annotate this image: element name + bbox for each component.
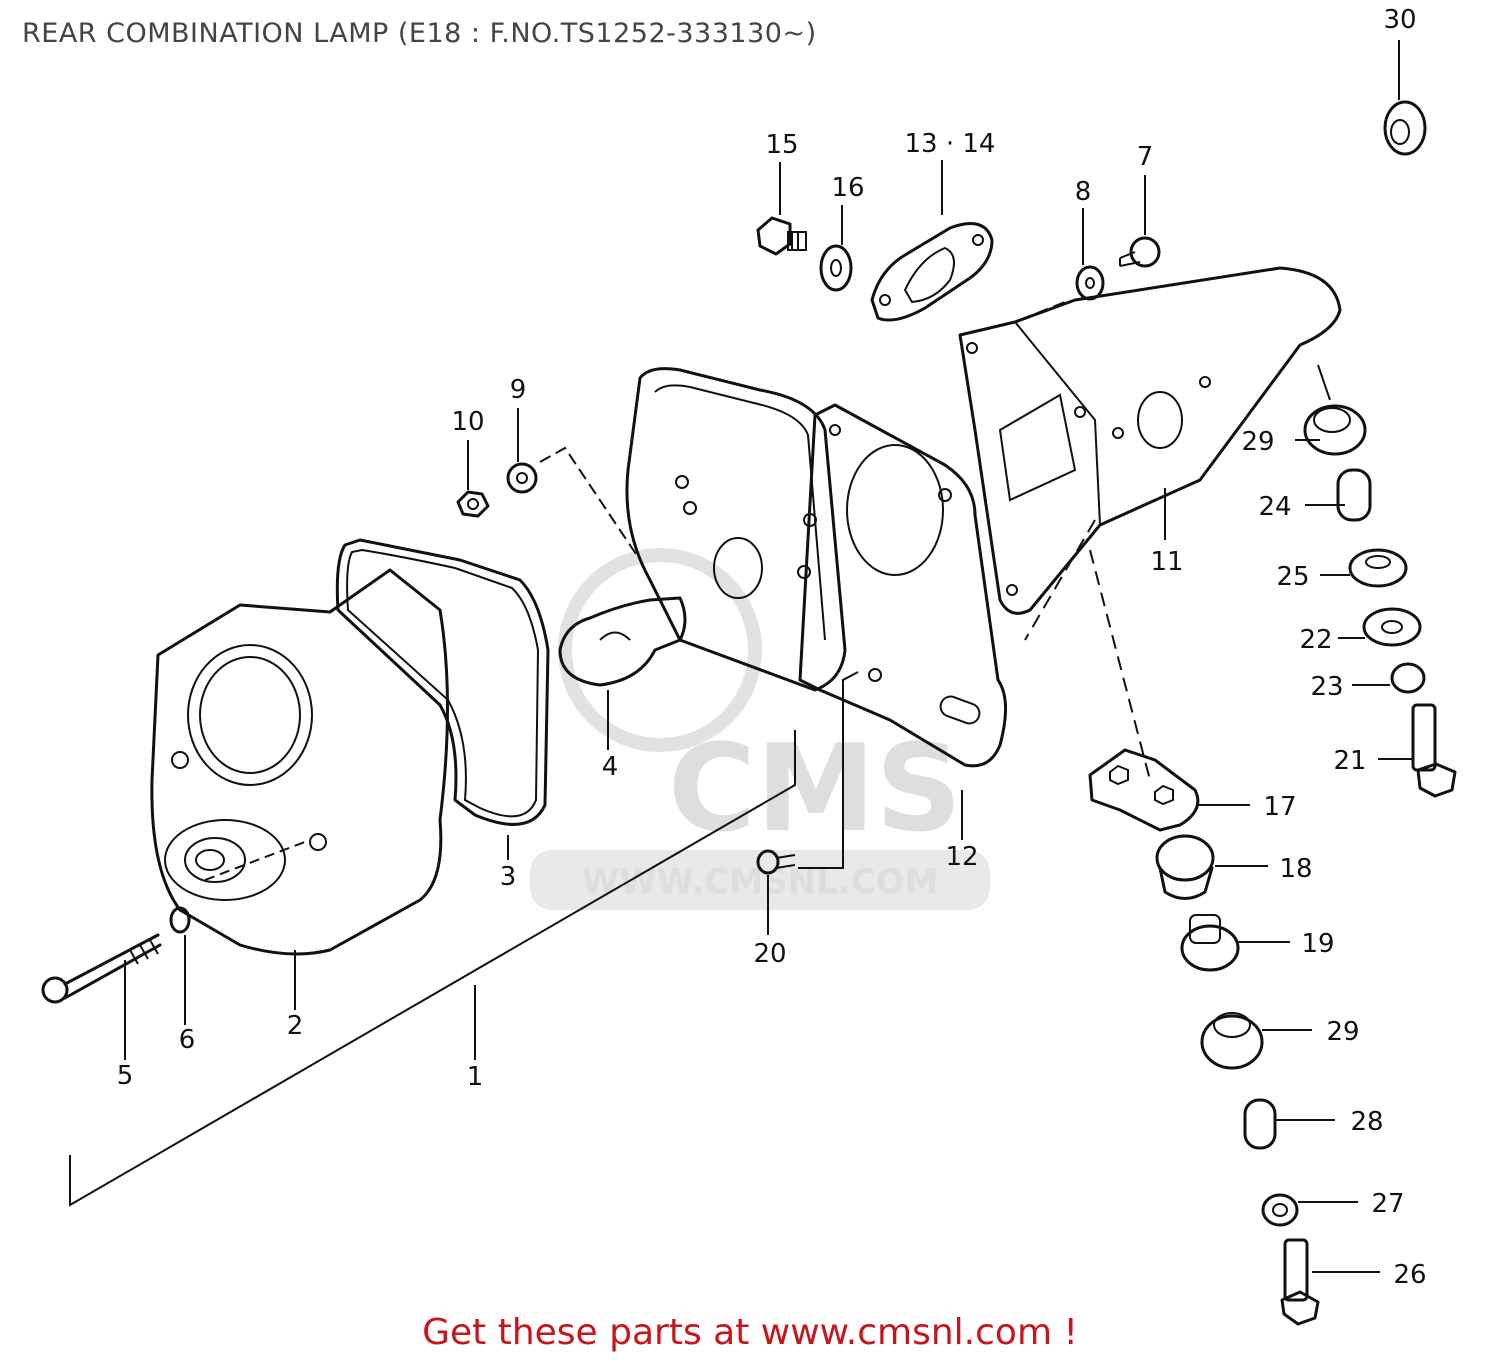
callout-19: 19 [1301, 929, 1334, 959]
watermark-logo: CMS [668, 720, 962, 859]
callout-25: 25 [1276, 562, 1309, 592]
callout-16: 16 [831, 173, 864, 203]
part-1-socket-plate[interactable] [625, 367, 847, 692]
callout-10: 10 [451, 407, 484, 437]
callout-12: 12 [945, 842, 978, 872]
part-27-washer[interactable] [1261, 1193, 1299, 1227]
part-29-upper[interactable] [1303, 404, 1367, 456]
callout-11: 11 [1150, 547, 1183, 577]
callout-4: 4 [602, 752, 619, 782]
callout-29-lower: 29 [1326, 1017, 1359, 1047]
part-8-washer[interactable] [1075, 265, 1105, 301]
part-20-screw[interactable] [756, 849, 796, 875]
part-23-lock-washer[interactable] [1390, 662, 1426, 694]
diagram-title: REAR COMBINATION LAMP (E18 : F.NO.TS1252… [22, 18, 817, 49]
callout-29-upper: 29 [1241, 427, 1274, 457]
callout-23: 23 [1310, 672, 1343, 702]
part-16-washer[interactable] [819, 244, 853, 292]
part-12-plate[interactable] [798, 403, 1008, 768]
part-11-bracket[interactable] [958, 266, 1342, 615]
footer-link[interactable]: Get these parts at www.cmsnl.com ! [422, 1312, 1078, 1353]
part-21-bolt[interactable] [1411, 703, 1457, 798]
part-29-lower[interactable] [1200, 1012, 1264, 1070]
part-4-bulb[interactable] [558, 596, 687, 687]
callout-18: 18 [1279, 854, 1312, 884]
part-10-nut[interactable] [456, 490, 490, 518]
part-5-screw[interactable] [41, 933, 162, 1004]
callout-21: 21 [1333, 746, 1366, 776]
part-30-grommet[interactable] [1383, 100, 1427, 156]
part-3-gasket[interactable] [335, 538, 550, 826]
part-13-14-plate[interactable] [870, 222, 994, 322]
part-9-washer[interactable] [506, 462, 538, 494]
callout-17: 17 [1263, 792, 1296, 822]
callout-20: 20 [753, 939, 786, 969]
part-24-collar[interactable] [1336, 468, 1372, 522]
part-17-clamp[interactable] [1088, 748, 1200, 832]
cms-watermark: WWW.CMSNL.COM CMS [530, 548, 990, 910]
callout-8: 8 [1075, 177, 1092, 207]
part-25-rubber[interactable] [1348, 548, 1408, 588]
callout-3: 3 [500, 862, 517, 892]
callout-labels: 1 2 3 4 5 6 7 8 9 10 11 12 13 · 14 15 16… [117, 5, 1427, 1290]
callout-9: 9 [510, 375, 527, 405]
part-6-washer[interactable] [169, 906, 191, 934]
callout-2: 2 [287, 1011, 304, 1041]
part-7-screw[interactable] [1119, 236, 1161, 268]
callout-6: 6 [179, 1025, 196, 1055]
part-18-rubber[interactable] [1155, 834, 1215, 900]
callout-30: 30 [1383, 5, 1416, 35]
part-2-lamp-housing[interactable] [150, 568, 449, 956]
part-28-collar[interactable] [1243, 1098, 1277, 1150]
callout-13-14: 13 · 14 [905, 129, 996, 159]
callout-26: 26 [1393, 1260, 1426, 1290]
part-15-bolt[interactable] [756, 216, 807, 256]
callout-27: 27 [1371, 1189, 1404, 1219]
callout-28: 28 [1350, 1107, 1383, 1137]
callout-7: 7 [1137, 142, 1154, 172]
leader-lines [69, 40, 1412, 1273]
part-22-washer[interactable] [1362, 607, 1422, 647]
callout-5: 5 [117, 1061, 134, 1091]
callout-15: 15 [765, 130, 798, 160]
part-26-bolt[interactable] [1280, 1238, 1320, 1326]
callout-24: 24 [1258, 492, 1291, 522]
callout-22: 22 [1299, 625, 1332, 655]
part-19-collar[interactable] [1180, 914, 1240, 972]
callout-1: 1 [467, 1062, 484, 1092]
